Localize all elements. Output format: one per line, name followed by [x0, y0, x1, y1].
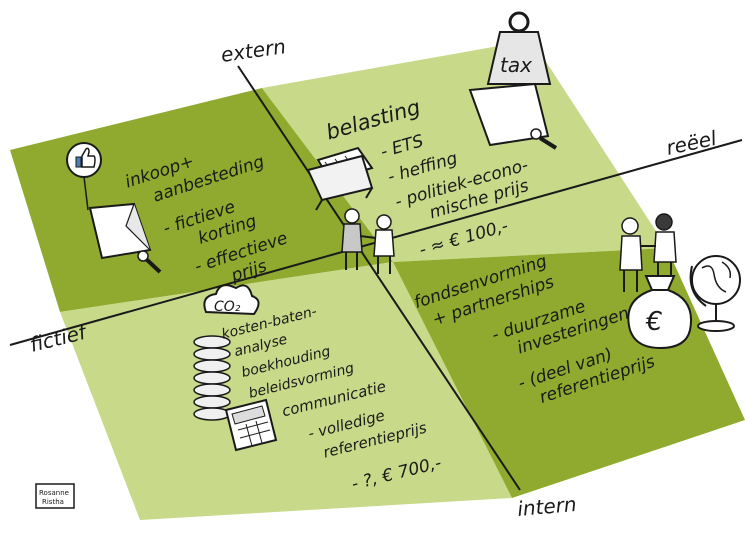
document-icon: [88, 202, 162, 274]
money-bag-icon: €: [627, 275, 692, 350]
two-people-icon: [619, 213, 677, 292]
text-top-left: inkoop+ aanbesteding - fictieve korting …: [123, 151, 290, 286]
axis-label-top: extern: [219, 34, 287, 67]
axis-label-bottom: intern: [516, 492, 577, 521]
signature-stamp: Rosanne Ristha: [35, 483, 75, 509]
quadrant-bottom-left: [60, 262, 512, 520]
tax-document-icon: [468, 82, 558, 150]
globe-icon: [689, 255, 741, 332]
tax-label: tax: [500, 53, 532, 77]
signature-line-1: Rosanne: [39, 489, 69, 497]
coin-stack-icon: [193, 335, 231, 421]
vertical-axis: [237, 65, 521, 491]
co2-label: CO₂: [214, 299, 241, 315]
calculator-icon: [224, 398, 278, 452]
handshake-people-icon: [341, 208, 395, 274]
bag-symbol: €: [645, 307, 663, 337]
co2-cloud-icon: CO₂: [203, 284, 260, 316]
signature-line-2: Ristha: [42, 498, 64, 506]
axis-label-right: reëel: [664, 126, 719, 160]
tax-weight-icon: tax: [486, 11, 552, 85]
thumbs-up-icon: [66, 142, 102, 211]
market-stall-icon: [306, 146, 374, 211]
quadrant-top-right: [262, 40, 667, 262]
